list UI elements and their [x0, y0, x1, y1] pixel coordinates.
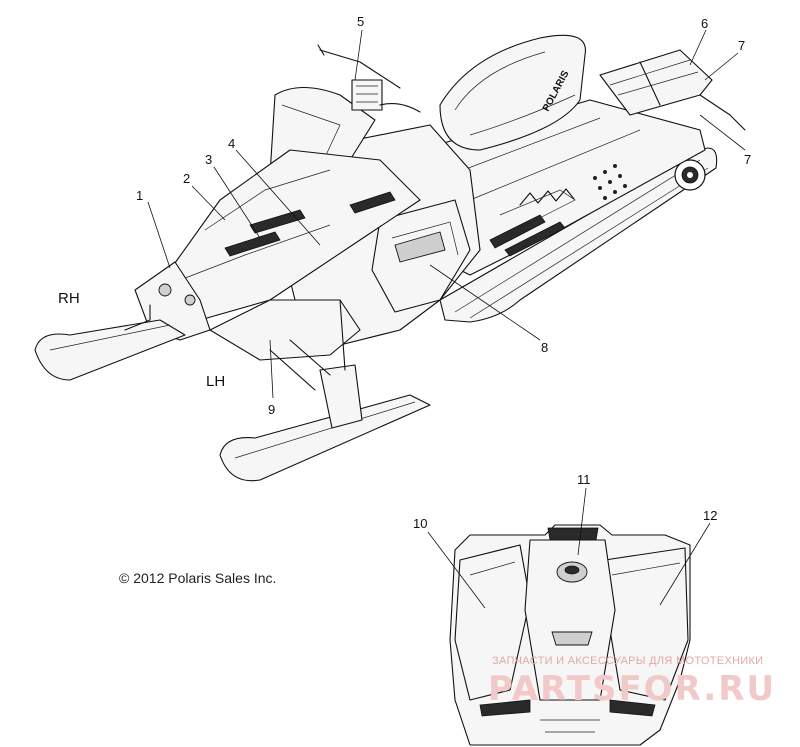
watermark-tagline: ЗАПЧАСТИ И АКСЕССУАРЫ ДЛЯ МОТОТЕХНИКИ	[492, 655, 763, 667]
callout-7-lower: 7	[744, 152, 751, 167]
left-hand-label: LH	[206, 373, 225, 390]
callout-9: 9	[268, 402, 275, 417]
snowmobile-illustration: POLARIS	[34, 34, 746, 482]
right-ski	[34, 319, 186, 381]
callout-leader-lines	[147, 29, 746, 609]
callout-7-upper: 7	[738, 38, 745, 53]
tunnel-vent-holes	[593, 164, 627, 200]
callout-10: 10	[413, 516, 427, 531]
callout-numbers: 1 2 3 4 5 6 7 7 8 9 10 11 12	[136, 14, 751, 531]
copyright-notice: © 2012 Polaris Sales Inc.	[119, 570, 276, 586]
callout-5: 5	[357, 14, 364, 29]
callout-12: 12	[703, 508, 717, 523]
hood-detail-illustration	[449, 524, 691, 746]
callout-4: 4	[228, 136, 235, 151]
left-ski	[219, 394, 431, 482]
callout-2: 2	[183, 171, 190, 186]
right-hand-label: RH	[58, 290, 80, 307]
callout-1: 1	[136, 188, 143, 203]
callout-6: 6	[701, 16, 708, 31]
watermark-brand: PARTSFOR.RU	[488, 669, 776, 709]
callout-8: 8	[541, 340, 548, 355]
callout-11: 11	[577, 472, 591, 487]
watermark: ЗАПЧАСТИ И АКСЕССУАРЫ ДЛЯ МОТОТЕХНИКИ PA…	[488, 655, 776, 709]
callout-3: 3	[205, 152, 212, 167]
